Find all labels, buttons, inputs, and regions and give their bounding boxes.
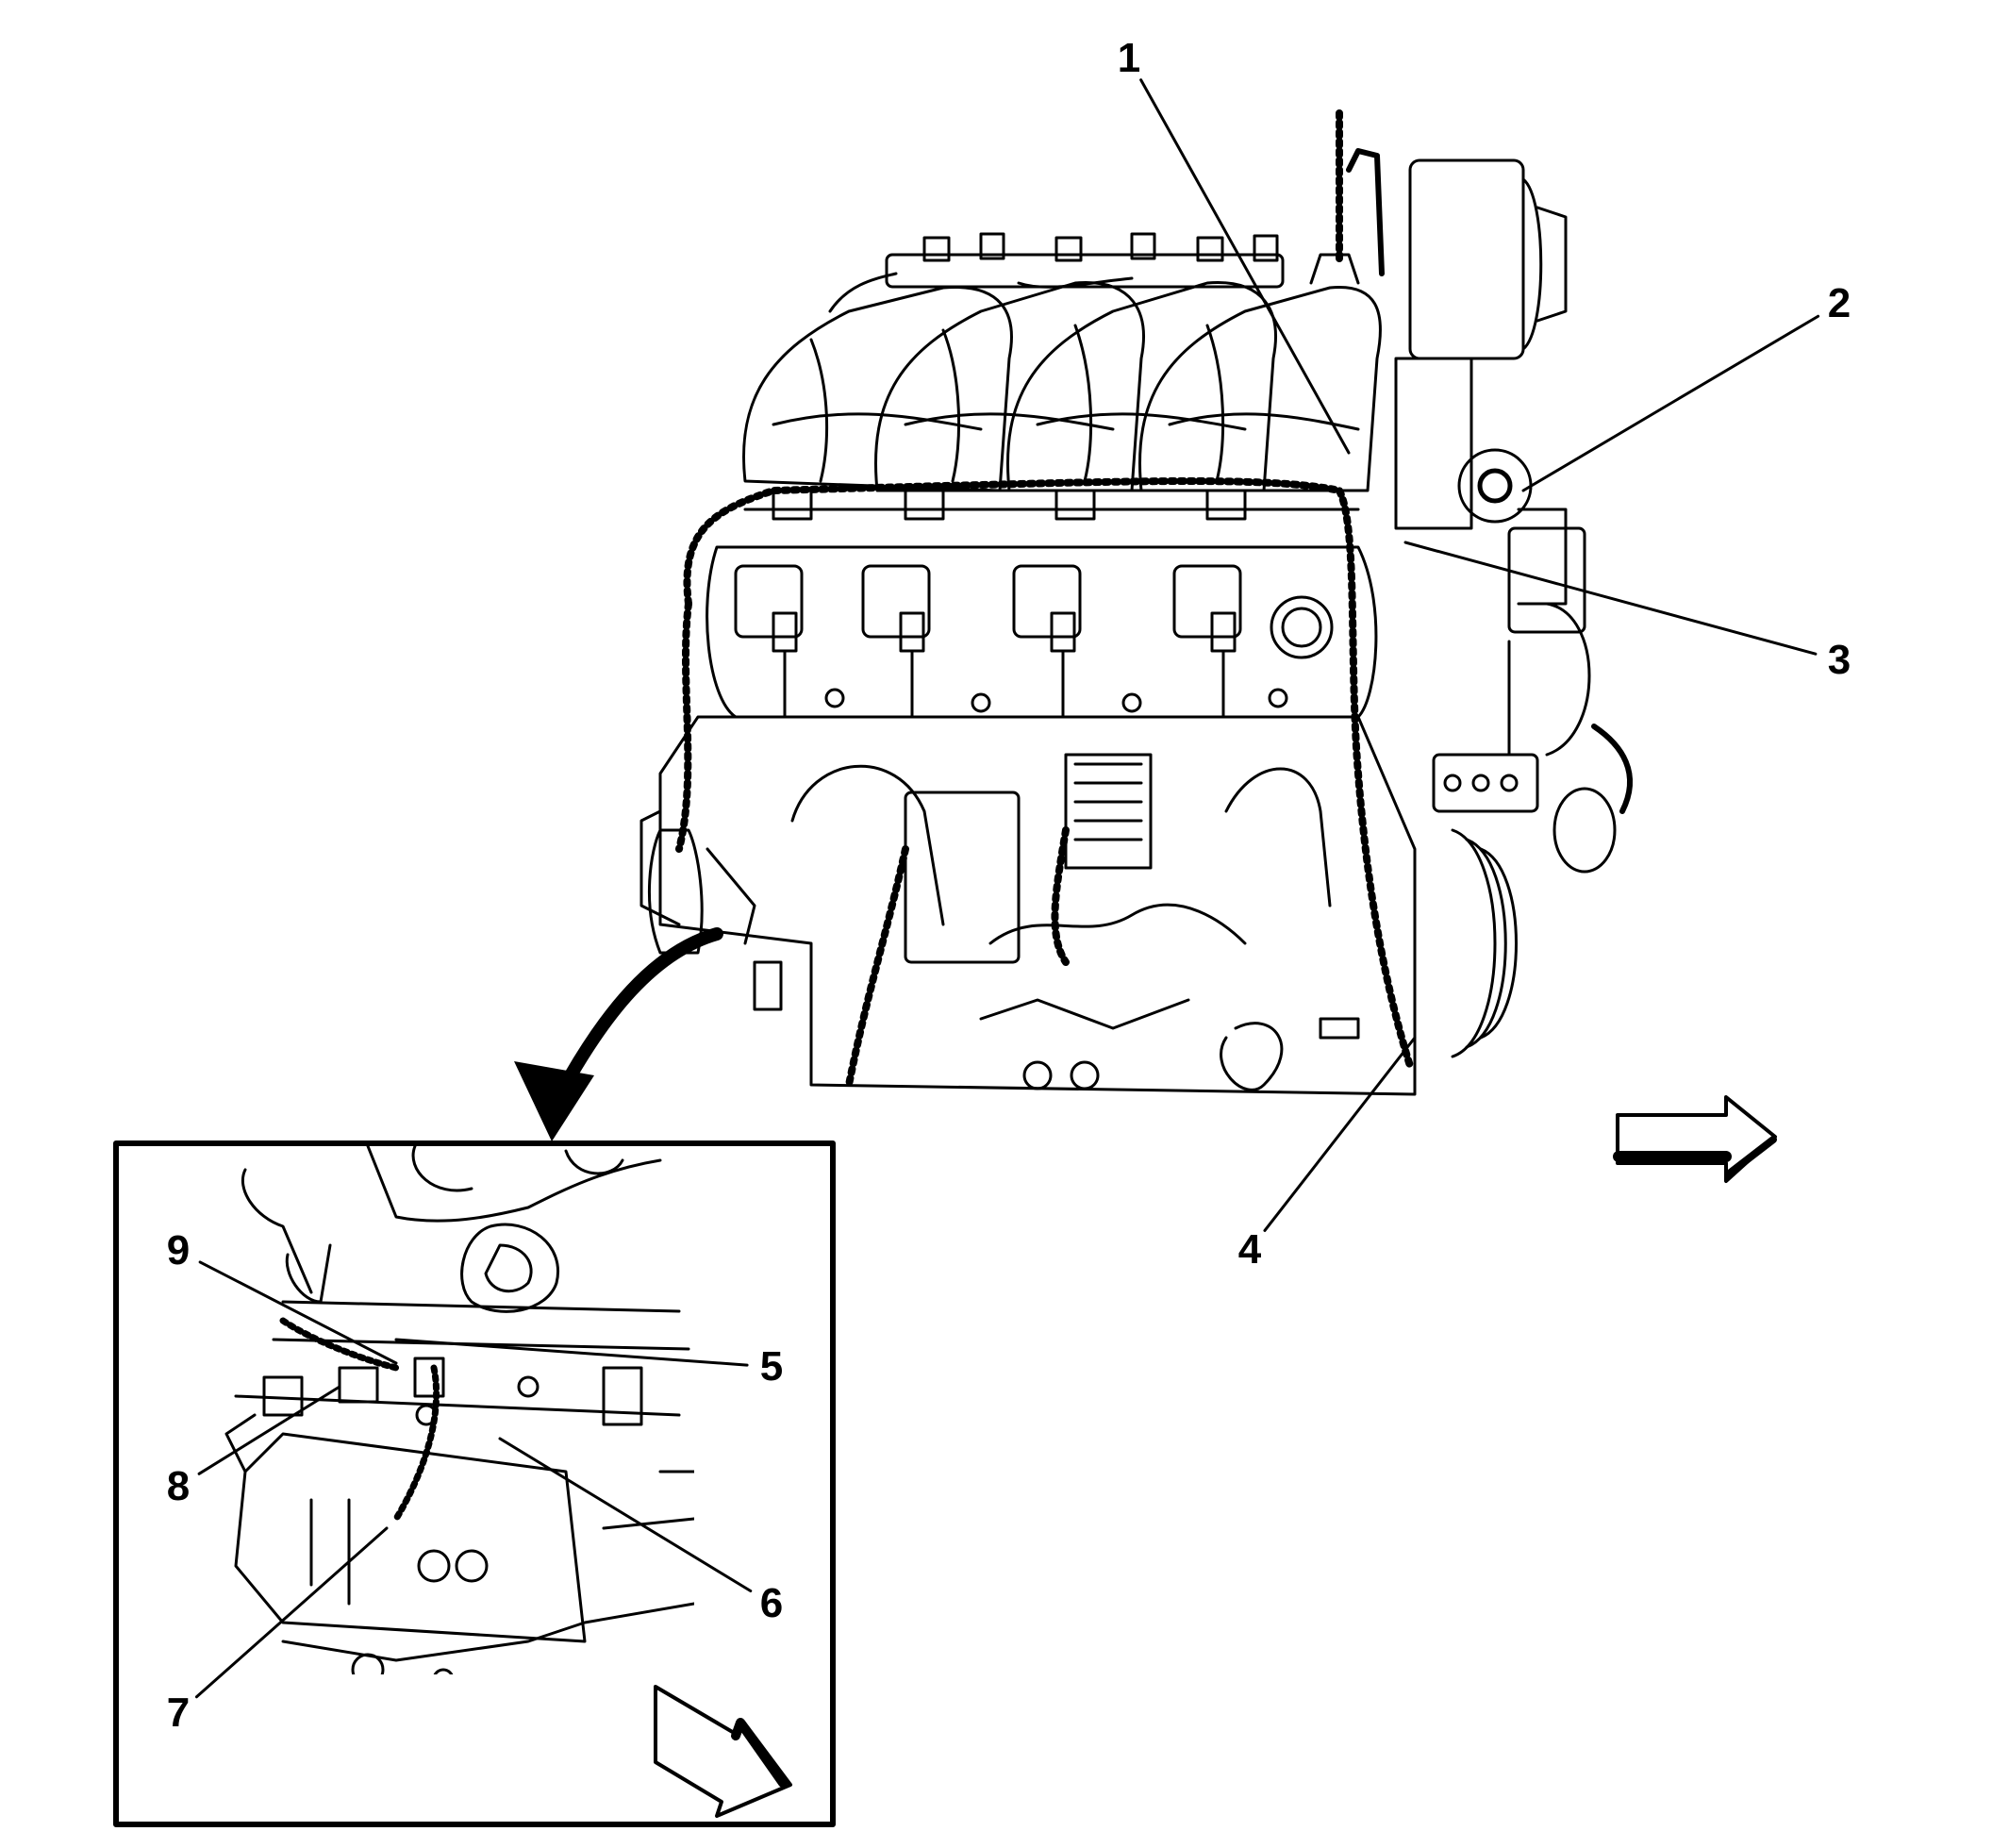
leader-line-7 [194, 1526, 389, 1699]
front-of-vehicle-arrow-inset [654, 1685, 792, 1818]
callout-1: 1 [1117, 35, 1141, 81]
curved-detail-arrow [514, 927, 723, 1141]
inset-detail-view [113, 1140, 836, 1827]
intake-manifold [742, 281, 1382, 492]
leader-line-4 [1263, 1036, 1417, 1232]
callout-4: 4 [1237, 1226, 1262, 1273]
wiring-harness [675, 109, 1414, 1089]
left-sensor-hose [647, 828, 783, 1011]
leader-line-3 [1403, 541, 1818, 656]
callout-8: 8 [166, 1463, 191, 1509]
callout-3: 3 [1827, 637, 1851, 683]
leader-line-1 [1139, 78, 1351, 455]
accessory-drive [1346, 148, 1634, 1058]
leader-line-5 [394, 1338, 749, 1367]
callout-leader-lines [194, 78, 1820, 1699]
callout-5: 5 [759, 1343, 784, 1390]
engine-main-view [639, 109, 1634, 1096]
inset-engine-line-art [224, 1146, 694, 1674]
callout-6: 6 [759, 1580, 784, 1626]
leader-line-6 [498, 1437, 753, 1592]
fuel-rail [828, 232, 1360, 313]
callout-2: 2 [1827, 280, 1851, 326]
callout-9: 9 [166, 1227, 191, 1274]
leader-line-2 [1521, 314, 1820, 492]
leader-line-8 [197, 1385, 341, 1475]
engine-block-lower [639, 715, 1417, 1096]
callout-7: 7 [166, 1690, 191, 1736]
front-of-vehicle-arrow [1613, 1095, 1777, 1183]
valve-cover-and-coils [706, 489, 1378, 719]
leader-line-9 [198, 1260, 398, 1365]
